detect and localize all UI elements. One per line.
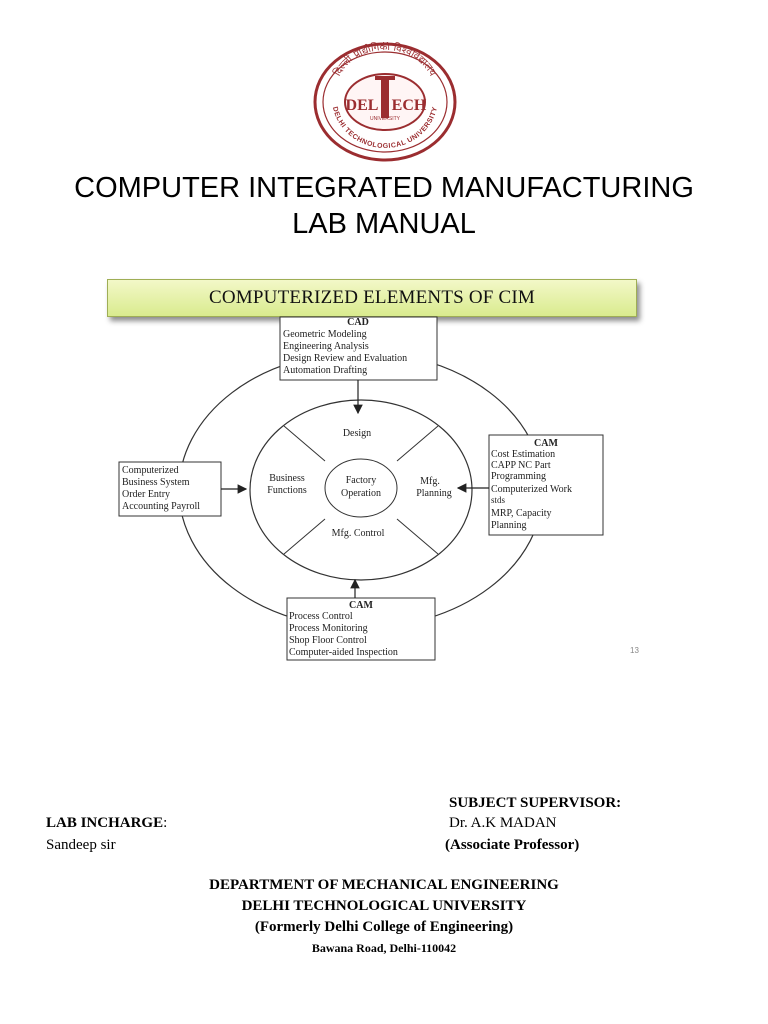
cam-control-box bbox=[286, 597, 436, 661]
segment-mfg-planning-1: Mfg. bbox=[420, 476, 440, 487]
supervisor-heading: SUBJECT SUPERVISOR: bbox=[449, 795, 622, 811]
lab-incharge-name: Sandeep sir bbox=[46, 837, 116, 853]
logo-name-right: ECH bbox=[392, 97, 427, 114]
cam-planning-line: stds bbox=[491, 495, 506, 505]
center-label-1: Factory bbox=[346, 475, 377, 486]
manual-title-line-1: COMPUTER INTEGRATED MANUFACTURING bbox=[74, 172, 694, 204]
cam-control-heading: CAM bbox=[349, 600, 373, 611]
cad-heading: CAD bbox=[347, 317, 369, 328]
logo-name-left: DEL bbox=[346, 97, 379, 114]
lab-incharge-heading: LAB INCHARGE bbox=[46, 815, 164, 831]
logo-sub-text: UNIVERSITY bbox=[370, 116, 401, 122]
segment-business-2: Functions bbox=[267, 485, 307, 496]
cam-planning-line: Computerized Work bbox=[491, 484, 572, 495]
business-system-box bbox=[118, 461, 222, 517]
inner-circle bbox=[249, 399, 473, 581]
business-line: Accounting Payroll bbox=[122, 501, 200, 512]
supervisor-name: Dr. A.K MADAN bbox=[449, 815, 557, 831]
cam-planning-box bbox=[488, 434, 604, 536]
department-name: DEPARTMENT OF MECHANICAL ENGINEERING bbox=[209, 877, 559, 893]
cad-line: Design Review and Evaluation bbox=[283, 353, 407, 364]
business-line: Order Entry bbox=[122, 489, 170, 500]
former-name: (Formerly Delhi College of Engineering) bbox=[254, 919, 514, 935]
supervisor-designation: (Associate Professor) bbox=[445, 837, 580, 853]
segment-business-1: Business bbox=[269, 473, 305, 484]
segment-mfg-planning-2: Planning bbox=[416, 488, 452, 499]
business-line: Computerized bbox=[122, 465, 179, 476]
cam-planning-line: Planning bbox=[491, 520, 527, 531]
diagram-page-number: 13 bbox=[630, 646, 639, 655]
logo-tower bbox=[381, 76, 389, 118]
cam-planning-line: Programming bbox=[491, 471, 546, 482]
lab-incharge-label: LAB INCHARGE: bbox=[46, 815, 167, 832]
cad-line: Engineering Analysis bbox=[283, 341, 369, 352]
manual-title-line-2: LAB MANUAL bbox=[292, 208, 476, 240]
lab-incharge-colon: : bbox=[163, 815, 168, 831]
cam-planning-line: MRP, Capacity bbox=[491, 508, 552, 519]
cad-line: Geometric Modeling bbox=[283, 329, 367, 340]
cam-planning-heading: CAM bbox=[534, 438, 558, 449]
university-logo: दिल्ली प्रौद्योगिकी विश्वविद्यालय DELHI … bbox=[313, 42, 457, 162]
cam-planning-line: Cost Estimation bbox=[491, 449, 555, 460]
business-line: Business System bbox=[122, 477, 190, 488]
cad-box bbox=[279, 316, 438, 381]
cam-planning-line: CAPP NC Part bbox=[491, 460, 551, 471]
segment-mfg-control: Mfg. Control bbox=[332, 528, 385, 539]
cim-diagram-banner: COMPUTERIZED ELEMENTS OF CIM bbox=[107, 279, 637, 317]
cad-line: Automation Drafting bbox=[283, 365, 367, 376]
segment-design: Design bbox=[343, 428, 371, 439]
address: Bawana Road, Delhi-110042 bbox=[311, 941, 457, 955]
university-name: DELHI TECHNOLOGICAL UNIVERSITY bbox=[241, 898, 527, 914]
cim-diagram: Factory Operation Design Mfg. Planning M… bbox=[118, 316, 604, 661]
cam-control-line: Computer-aided Inspection bbox=[289, 647, 398, 658]
cam-control-line: Shop Floor Control bbox=[289, 635, 367, 646]
center-circle bbox=[324, 458, 398, 518]
cam-control-line: Process Control bbox=[289, 611, 353, 622]
cam-control-line: Process Monitoring bbox=[289, 623, 368, 634]
center-label-2: Operation bbox=[341, 488, 381, 499]
